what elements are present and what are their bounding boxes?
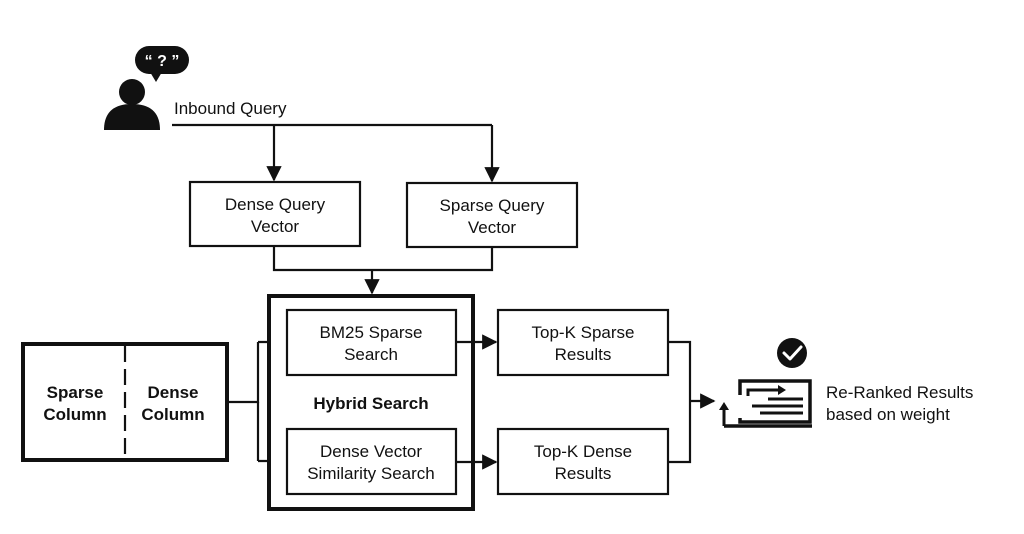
dense-column-line1: Dense <box>147 383 198 402</box>
dense-query-vector-line1: Dense Query <box>225 195 326 214</box>
dense-vector-search-line1: Dense Vector <box>320 442 422 461</box>
top-k-dense-line2: Results <box>555 464 612 483</box>
results-merge-connector <box>668 340 692 464</box>
sparse-query-vector-line2: Vector <box>468 218 517 237</box>
columns-box: Sparse Column Dense Column <box>21 342 229 462</box>
speech-bubble-icon: “ ? ” <box>135 46 189 82</box>
reranked-results-line1: Re-Ranked Results <box>826 383 973 402</box>
top-k-dense-results-box: Top-K Dense Results <box>496 427 670 496</box>
top-k-sparse-line2: Results <box>555 345 612 364</box>
vector-merge-connector <box>272 246 494 272</box>
top-k-dense-line1: Top-K Dense <box>534 442 632 461</box>
dense-vector-search-line2: Similarity Search <box>307 464 435 483</box>
dense-column-line2: Column <box>141 405 204 424</box>
sparse-column-line2: Column <box>43 405 106 424</box>
bm25-search-line2: Search <box>344 345 398 364</box>
dense-vector-search-box: Dense Vector Similarity Search <box>285 427 458 496</box>
reranked-list-icon <box>719 379 812 428</box>
sparse-query-vector-line1: Sparse Query <box>440 196 545 215</box>
sparse-query-vector-box: Sparse Query Vector <box>405 181 579 249</box>
bm25-search-line1: BM25 Sparse <box>320 323 423 342</box>
top-k-sparse-results-box: Top-K Sparse Results <box>496 308 670 377</box>
dense-query-vector-line2: Vector <box>251 217 300 236</box>
hybrid-search-title: Hybrid Search <box>313 394 428 413</box>
sparse-column-line1: Sparse <box>47 383 104 402</box>
bm25-search-box: BM25 Sparse Search <box>285 308 458 377</box>
reranked-results-line2: based on weight <box>826 405 950 424</box>
dense-query-vector-box: Dense Query Vector <box>188 180 362 248</box>
speech-bubble-text: “ ? ” <box>145 53 180 70</box>
columns-connector <box>227 342 260 404</box>
top-k-sparse-line1: Top-K Sparse <box>532 323 635 342</box>
user-icon <box>104 79 160 130</box>
inbound-query-label: Inbound Query <box>174 99 287 118</box>
checkmark-icon <box>777 338 807 368</box>
